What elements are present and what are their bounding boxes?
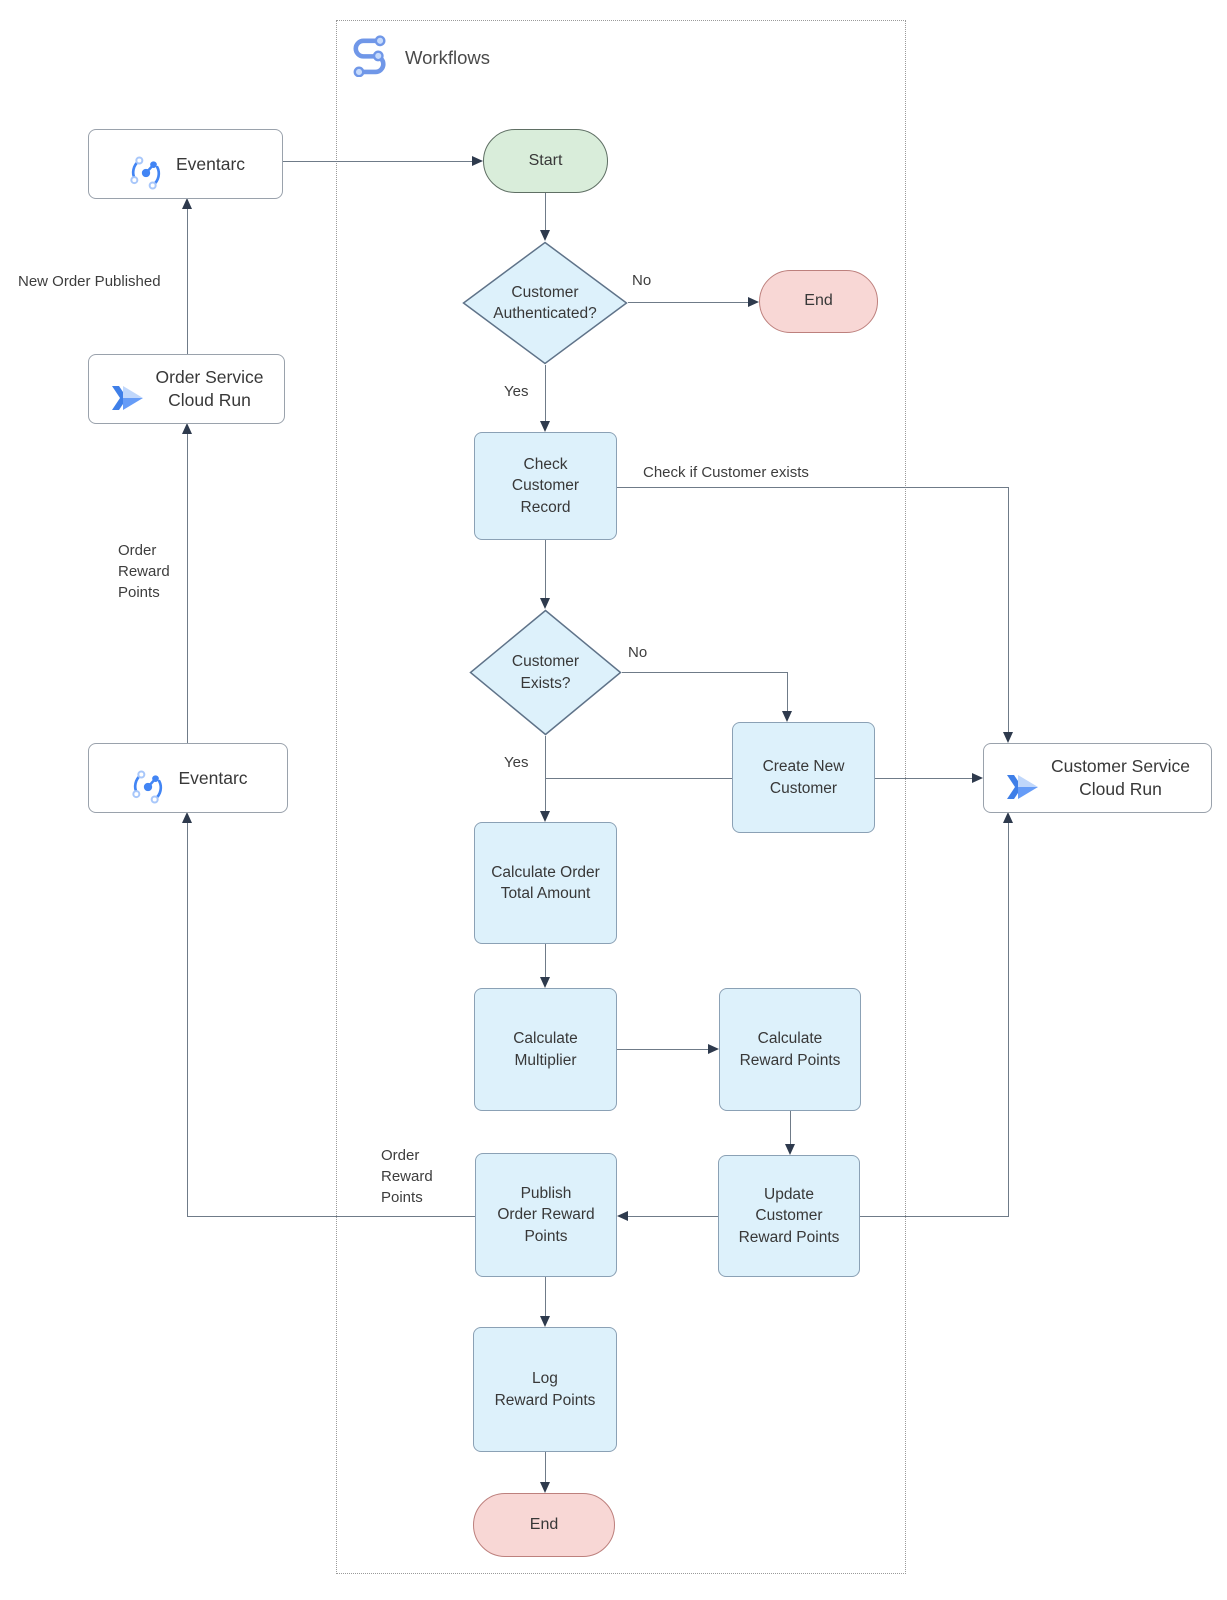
connector-eventarc-orderservice — [187, 434, 189, 743]
arrowhead — [182, 812, 192, 823]
edge-label-yes-authenticated: Yes — [504, 383, 529, 400]
cloud-run-icon — [110, 359, 146, 420]
arrowhead — [540, 230, 550, 241]
connector-update-cs — [860, 1216, 1009, 1218]
edge-label-new-order-published: New Order Published — [18, 273, 161, 290]
arrowhead — [782, 711, 792, 722]
arrowhead — [540, 421, 550, 432]
connector-publish-log — [545, 1277, 547, 1317]
node-order-service-cloud-run[interactable]: Order Service Cloud Run — [88, 354, 285, 424]
node-customer-exists[interactable]: Customer Exists? — [469, 609, 622, 736]
node-label: Eventarc — [178, 767, 248, 788]
connector-exists-create — [787, 672, 789, 712]
edge-label-no-exists: No — [628, 644, 648, 661]
node-log-reward-points[interactable]: Log Reward Points — [473, 1327, 617, 1452]
node-customer-authenticated[interactable]: Customer Authenticated? — [462, 241, 628, 365]
node-eventarc-top[interactable]: Eventarc — [88, 129, 283, 199]
connector-auth-check — [545, 365, 547, 422]
workflows-icon — [348, 33, 392, 82]
arrowhead — [540, 1482, 550, 1493]
arrowhead — [785, 1144, 795, 1155]
edge-label-order-reward-points-left: Order Reward Points — [118, 542, 170, 601]
connector-multiplier-reward — [617, 1049, 709, 1051]
connector-exists-create — [622, 672, 788, 674]
eventarc-icon — [126, 130, 166, 199]
node-customer-service-cloud-run[interactable]: Customer Service Cloud Run — [983, 743, 1212, 813]
connector-log-end — [545, 1452, 547, 1483]
connector-update-cs — [1008, 823, 1010, 1217]
node-create-new-customer[interactable]: Create New Customer — [732, 722, 875, 833]
workflows-title: Workflows — [405, 46, 490, 68]
connector-check-cs — [617, 487, 1009, 489]
connector-exists-calc — [545, 736, 547, 812]
arrowhead — [182, 198, 192, 209]
arrowhead — [708, 1044, 719, 1054]
node-label: Order Service Cloud Run — [155, 367, 264, 410]
arrowhead — [748, 297, 759, 307]
eventarc-icon — [128, 744, 168, 813]
edge-label-order-reward-points-mid: Order Reward Points — [381, 1147, 433, 1206]
arrowhead — [182, 423, 192, 434]
workflows-container — [336, 20, 906, 1574]
arrowhead — [1003, 732, 1013, 743]
node-eventarc-bottom[interactable]: Eventarc — [88, 743, 288, 813]
node-label: Customer Service Cloud Run — [1050, 756, 1191, 799]
arrowhead — [617, 1211, 628, 1221]
arrowhead — [472, 156, 483, 166]
connector-create-join — [546, 778, 732, 780]
connector-publish-eventarc — [187, 823, 189, 1217]
node-calculate-order-total[interactable]: Calculate Order Total Amount — [474, 822, 617, 944]
node-calculate-multiplier[interactable]: Calculate Multiplier — [474, 988, 617, 1111]
connector-orderservice-eventarc — [187, 209, 189, 354]
arrowhead — [540, 811, 550, 822]
node-end-bottom[interactable]: End — [473, 1493, 615, 1557]
connector-check-exists — [545, 540, 547, 599]
node-start[interactable]: Start — [483, 129, 608, 193]
connector-reward-update — [790, 1111, 792, 1145]
connector-update-publish — [627, 1216, 718, 1218]
node-update-customer-reward-points[interactable]: Update Customer Reward Points — [718, 1155, 860, 1277]
connector-start-auth — [545, 193, 547, 231]
connector-create-cs — [875, 778, 973, 780]
connector-auth-end — [628, 302, 749, 304]
node-label: Customer Exists? — [511, 653, 580, 692]
edge-label-no-authenticated: No — [632, 272, 652, 289]
node-check-customer-record[interactable]: Check Customer Record — [474, 432, 617, 540]
edge-label-check-if-customer-exists: Check if Customer exists — [643, 464, 809, 481]
arrowhead — [1003, 812, 1013, 823]
arrowhead — [540, 1316, 550, 1327]
node-end-top[interactable]: End — [759, 270, 878, 333]
node-publish-order-reward-points[interactable]: Publish Order Reward Points — [475, 1153, 617, 1277]
node-label: Eventarc — [175, 153, 246, 174]
connector-check-cs — [1008, 487, 1010, 733]
connector-publish-eventarc — [187, 1216, 475, 1218]
arrowhead — [972, 773, 983, 783]
node-label: Customer Authenticated? — [493, 283, 597, 322]
connector-eventarc-start — [283, 161, 473, 163]
arrowhead — [540, 598, 550, 609]
node-calculate-reward-points[interactable]: Calculate Reward Points — [719, 988, 861, 1111]
workflows-header: Workflows — [348, 33, 490, 82]
edge-label-yes-exists: Yes — [504, 754, 529, 771]
connector-total-multiplier — [545, 944, 547, 978]
arrowhead — [540, 977, 550, 988]
cloud-run-icon — [1005, 748, 1041, 809]
